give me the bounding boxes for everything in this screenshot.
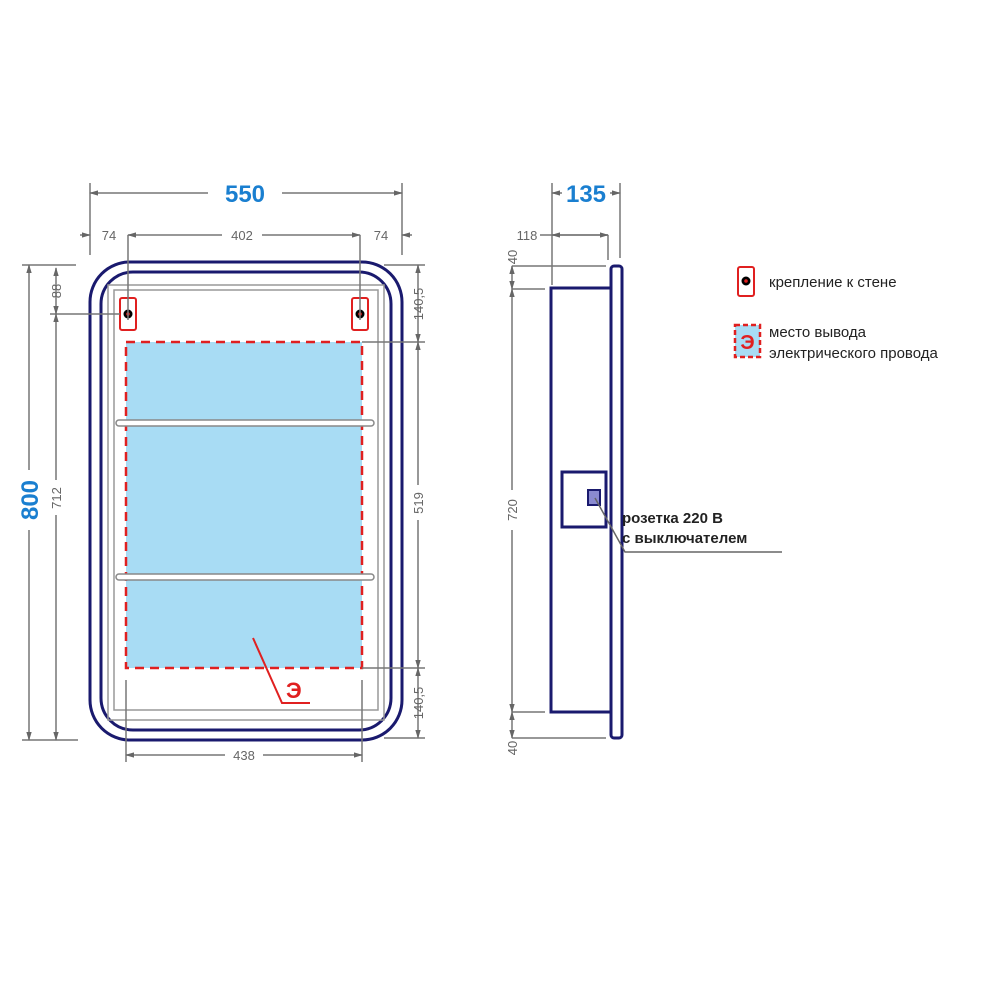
electric-marker-label: Э bbox=[286, 678, 302, 703]
socket-box bbox=[560, 470, 608, 529]
dim-bottom-offset: 40 bbox=[505, 741, 520, 755]
front-view: Э 550 74 402 74 800 88 712 bbox=[17, 181, 426, 763]
legend-electric-label-line2: электрического провода bbox=[769, 345, 938, 362]
dim-width-total: 550 bbox=[225, 181, 265, 208]
dim-offset-left: 74 bbox=[102, 228, 116, 243]
legend-electric-icon: Э bbox=[733, 323, 762, 359]
dim-body-depth: 118 bbox=[517, 228, 538, 243]
dim-top-offset: 40 bbox=[505, 250, 520, 264]
dim-mount-spacing: 402 bbox=[231, 228, 253, 243]
legend-wall-mount-label: крепление к стене bbox=[769, 274, 897, 291]
dim-mount-to-bottom: 712 bbox=[49, 487, 64, 509]
legend-electric-label-line1: место вывода bbox=[769, 324, 867, 341]
dim-mount-from-top: 88 bbox=[49, 284, 64, 298]
svg-text:Э: Э bbox=[740, 332, 754, 354]
socket-label-line1: розетка 220 В bbox=[622, 510, 723, 527]
cabinet-inner-edge bbox=[107, 284, 385, 721]
dim-offset-right: 74 bbox=[374, 228, 388, 243]
dim-zone-top: 140,5 bbox=[411, 288, 426, 321]
cabinet-body bbox=[549, 286, 613, 714]
side-view: розетка 220 В с выключателем 135 118 40 … bbox=[505, 181, 782, 755]
legend: крепление к стене Э место вывода электри… bbox=[733, 266, 938, 362]
dim-depth-total: 135 bbox=[566, 181, 606, 208]
electric-zone bbox=[124, 340, 364, 670]
cabinet-outer-frame bbox=[88, 260, 404, 742]
legend-wall-mount-icon bbox=[737, 266, 755, 297]
mirror-panel bbox=[609, 264, 624, 740]
dim-body-height: 720 bbox=[505, 499, 520, 521]
shelf-lower bbox=[115, 573, 375, 581]
dim-zone-height: 519 bbox=[411, 492, 426, 514]
dim-height-total: 800 bbox=[17, 480, 44, 520]
shelf-upper bbox=[115, 419, 375, 427]
cabinet-inner-frame bbox=[99, 270, 393, 732]
dim-zone-width: 438 bbox=[233, 748, 255, 763]
dim-zone-bottom: 140,5 bbox=[411, 687, 426, 720]
socket-label-line2: с выключателем bbox=[622, 530, 747, 547]
cabinet-inner-edge-2 bbox=[113, 289, 379, 711]
electric-leader bbox=[252, 637, 310, 704]
socket-leader bbox=[594, 497, 782, 553]
